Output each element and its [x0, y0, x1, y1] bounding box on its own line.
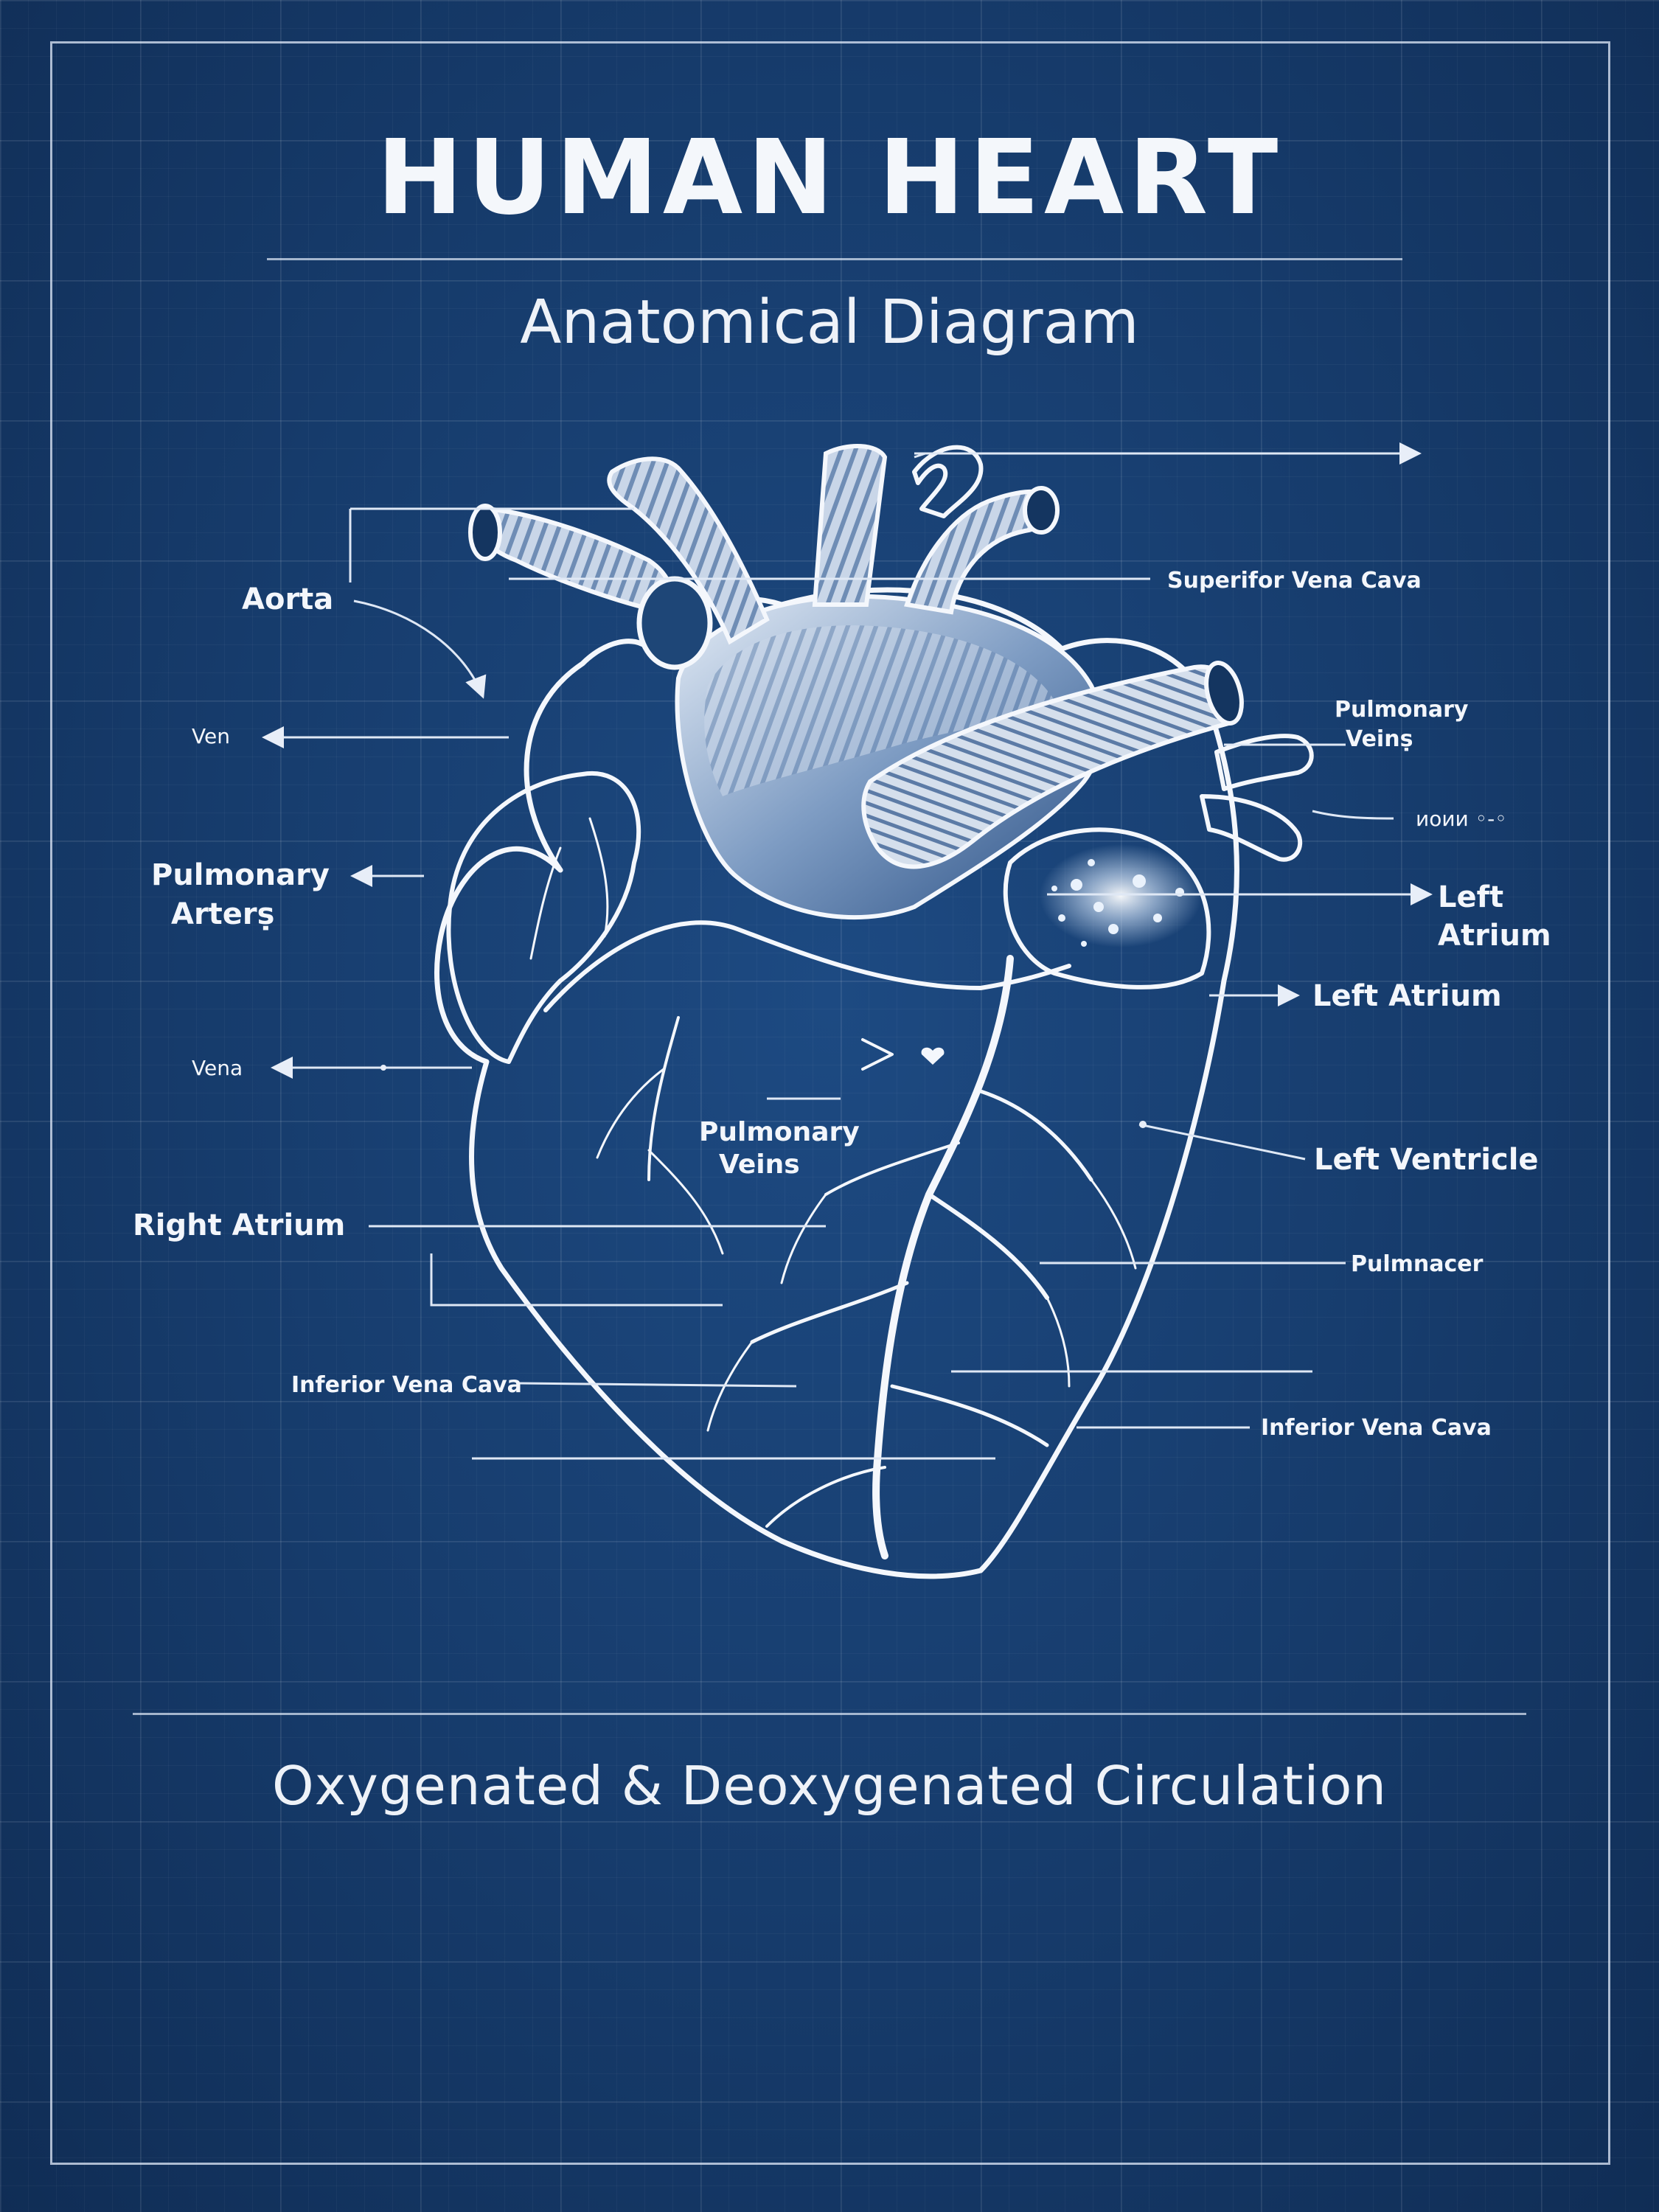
- leader-left-ventricle: [1138, 1123, 1306, 1161]
- poster-subtitle: Anatomical Diagram: [520, 288, 1139, 358]
- label-vena: Vena: [192, 1056, 243, 1080]
- heart-illustration: [434, 444, 1314, 1579]
- inner-mark-arrow: [861, 1038, 894, 1071]
- vessel-top-center: [812, 444, 888, 607]
- leader-aorta: [353, 599, 487, 699]
- title-divider: [267, 258, 1402, 260]
- label-pulmnacer: Pulmnacer: [1351, 1251, 1484, 1277]
- label-pulmonary-veins-center-2: Veins: [719, 1150, 800, 1180]
- label-pulmonary-veins-top-1: Pulmonary: [1335, 697, 1469, 723]
- vessel-top-right-hook: [912, 445, 984, 518]
- leader-lines: [262, 442, 1433, 1460]
- label-right-atrium: Right Atrium: [133, 1208, 345, 1242]
- pulmonary-trunk-opening: [1204, 661, 1244, 726]
- vessel-top-right-opening: [1023, 486, 1060, 535]
- left-ventricle-dot: [1139, 1121, 1147, 1128]
- label-superior-vena-cava: Superifor Vena Cava: [1167, 568, 1422, 594]
- pulmonary-vein-right-lower: [1200, 794, 1303, 862]
- label-pulmonary-arters-2: Arterṣ: [171, 897, 274, 931]
- leader-grid-lower-left: [430, 1253, 723, 1307]
- label-left-ventricle: Left Ventricle: [1314, 1143, 1539, 1177]
- leader-top-tick: [914, 452, 926, 459]
- coronary-vessels: [529, 817, 1137, 1559]
- label-pulmonary-arters-1: Pulmonary: [151, 858, 330, 892]
- label-pulmonary-veins-top-2: Veinṣ: [1346, 726, 1413, 752]
- label-noise: ᴎᴏᴎᴎ ◦-◦: [1416, 807, 1507, 831]
- label-left-atrium-a-2: Atrium: [1438, 919, 1551, 953]
- left-atrium-lobe: [1003, 827, 1211, 990]
- leader-inferior-vena-cava-left: [519, 1382, 797, 1388]
- pulmonary-vein-right-upper: [1214, 734, 1314, 791]
- label-left-atrium-b: Left Atrium: [1312, 979, 1502, 1013]
- brachiocephalic-branch: [475, 506, 674, 615]
- poster-title: HUMAN HEART: [376, 118, 1283, 238]
- ventricle-divider: [543, 920, 1071, 1012]
- inner-mark-heart: [921, 1047, 945, 1065]
- caption-divider: [133, 1713, 1526, 1715]
- label-left-atrium-a-1: Left: [1438, 880, 1503, 914]
- branch-opening-left: [468, 504, 502, 561]
- poster-caption: Oxygenated & Deoxygenated Circulation: [271, 1755, 1387, 1817]
- pulmonary-trunk: [861, 664, 1239, 869]
- vena-tick-dot: [380, 1065, 386, 1071]
- superior-vena-cava-ring: [636, 576, 713, 670]
- label-pulmonary-veins-center-1: Pulmonary: [699, 1117, 860, 1147]
- label-inferior-vena-cava-right: Inferior Vena Cava: [1261, 1415, 1492, 1441]
- poster-frame: [50, 41, 1610, 2165]
- aortic-arch-ribs: [704, 625, 1054, 796]
- right-atrium-lobe: [446, 771, 641, 1064]
- left-atrium-glow: [1040, 844, 1202, 947]
- label-aorta: Aorta: [242, 582, 333, 616]
- leader-noise: [1312, 810, 1394, 820]
- anatomy-labels: Aorta Superifor Vena Cava Ven Pulmonary …: [133, 568, 1551, 1441]
- label-ven: Ven: [192, 724, 230, 748]
- label-inferior-vena-cava-left: Inferior Vena Cava: [291, 1372, 522, 1398]
